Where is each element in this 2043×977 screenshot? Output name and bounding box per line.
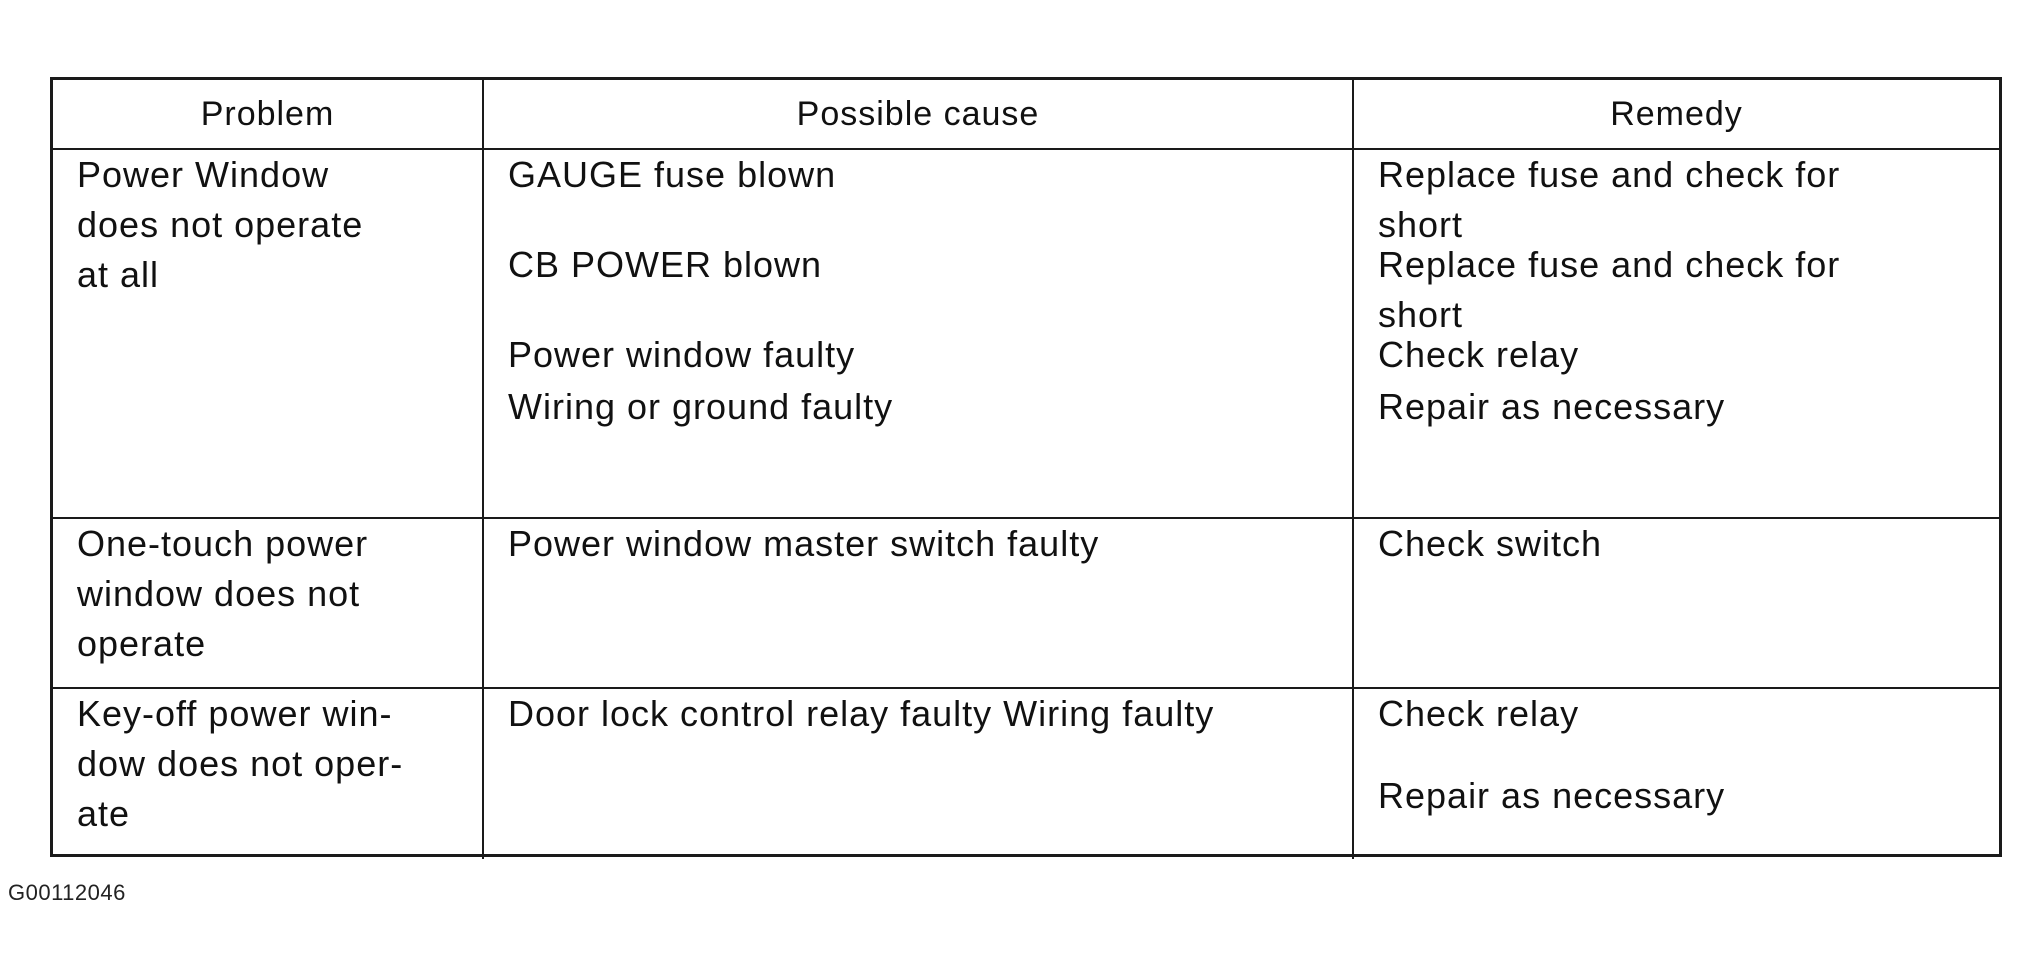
problem-cell: Key-off power win-dow does not oper-ate [53,687,484,859]
remedy-text: Repair as necessary [1378,775,1726,816]
header-problem: Problem [53,80,484,150]
table-row: One-touch power window does not operate … [53,517,1999,689]
cause-cell: Door lock control relay faulty Wiring fa… [482,687,1354,859]
problem-text: Power Window does not operate at all [77,154,364,295]
problem-text: Key-off power win-dow does not oper-ate [77,693,404,834]
cause-text: Power window master switch faulty [508,523,1100,564]
cause-text: Wiring or ground faulty [508,386,894,427]
cause-text: Door lock control relay faulty Wiring fa… [508,693,1215,734]
table-row: Key-off power win-dow does not oper-ate … [53,687,1999,859]
remedy-text: Check relay [1378,334,1580,375]
remedy-text: Check switch [1378,523,1603,564]
cause-text: GAUGE fuse blown [508,154,837,195]
header-remedy: Remedy [1352,80,1999,150]
problem-cell: One-touch power window does not operate [53,517,484,689]
header-possible-cause: Possible cause [482,80,1354,150]
troubleshooting-table-frame: Problem Possible cause Remedy Power Wind… [50,77,2002,859]
remedy-cell: Check switch [1352,517,1999,689]
cause-cell: GAUGE fuse blown CB POWER blown Power wi… [482,148,1354,519]
remedy-cell: Replace fuse and check for short Replace… [1352,148,1999,519]
troubleshooting-table: Problem Possible cause Remedy Power Wind… [53,80,1999,859]
figure-code: G00112046 [8,880,126,905]
cause-cell: Power window master switch faulty [482,517,1354,689]
remedy-text: Check relay [1378,693,1580,734]
remedy-text: Replace fuse and check for short [1378,154,1841,245]
table-row: Power Window does not operate at all GAU… [53,148,1999,519]
problem-text: One-touch power window does not operate [77,523,369,664]
remedy-text: Replace fuse and check for short [1378,244,1841,335]
cause-text: Power window faulty [508,334,856,375]
table-header-row: Problem Possible cause Remedy [53,80,1999,150]
remedy-text: Repair as necessary [1378,386,1726,427]
problem-cell: Power Window does not operate at all [53,148,484,519]
cause-text: CB POWER blown [508,244,823,285]
remedy-cell: Check relay Repair as necessary [1352,687,1999,859]
